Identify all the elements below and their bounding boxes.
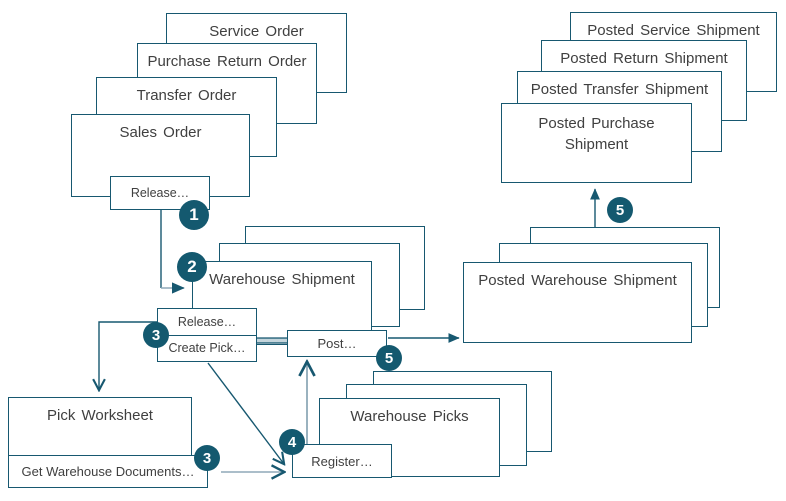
warehouse-shipment-actions-box: Release… Create Pick… xyxy=(157,308,257,362)
purchase-return-order-label: Purchase Return Order xyxy=(147,53,307,70)
post-action-label: Post… xyxy=(317,336,357,351)
step-1-badge: 1 xyxy=(179,200,209,230)
step-3-badge-pick-worksheet: 3 xyxy=(194,445,220,471)
get-warehouse-documents-action-label: Get Warehouse Documents… xyxy=(21,464,195,479)
step-2-badge: 2 xyxy=(177,252,207,282)
post-action-box: Post… xyxy=(287,330,387,357)
sales-order-label: Sales Order xyxy=(119,124,202,141)
posted-purchase-shipment-label: Posted Purchase Shipment xyxy=(538,115,655,153)
connector-create-pick-to-warehouse-picks-arrow xyxy=(207,362,284,464)
register-action-label: Register… xyxy=(311,453,373,469)
pick-worksheet-label: Pick Worksheet xyxy=(47,407,153,424)
order-release-action-label: Release… xyxy=(130,186,190,200)
warehouse-shipment-label: Warehouse Shipment xyxy=(209,271,355,288)
warehouse-picks-label: Warehouse Picks xyxy=(350,408,469,425)
get-warehouse-documents-action-box: Get Warehouse Documents… xyxy=(8,455,208,488)
register-action-box: Register… xyxy=(292,444,392,478)
step-3-badge-warehouse-shipment: 3 xyxy=(143,322,169,348)
ws-release-action-label: Release… xyxy=(177,314,237,329)
transfer-order-label: Transfer Order xyxy=(136,87,237,104)
posted-return-shipment-label: Posted Return Shipment xyxy=(560,50,728,67)
ws-release-action-row: Release… xyxy=(158,309,256,336)
posted-warehouse-shipment-label: Posted Warehouse Shipment xyxy=(478,272,677,289)
step-4-badge: 4 xyxy=(279,429,305,455)
step-5-badge-posted-shipment: 5 xyxy=(607,197,633,223)
ws-create-pick-action-label: Create Pick… xyxy=(168,341,246,356)
posted-transfer-shipment-label: Posted Transfer Shipment xyxy=(530,81,709,98)
posted-service-shipment-label: Posted Service Shipment xyxy=(587,22,760,39)
step-5-badge-post: 5 xyxy=(376,345,402,371)
ws-create-pick-action-row: Create Pick… xyxy=(158,336,256,362)
posted-purchase-shipment-box: Posted Purchase Shipment xyxy=(501,103,692,183)
posted-warehouse-shipment-box: Posted Warehouse Shipment xyxy=(463,262,692,343)
service-order-label: Service Order xyxy=(209,23,304,40)
